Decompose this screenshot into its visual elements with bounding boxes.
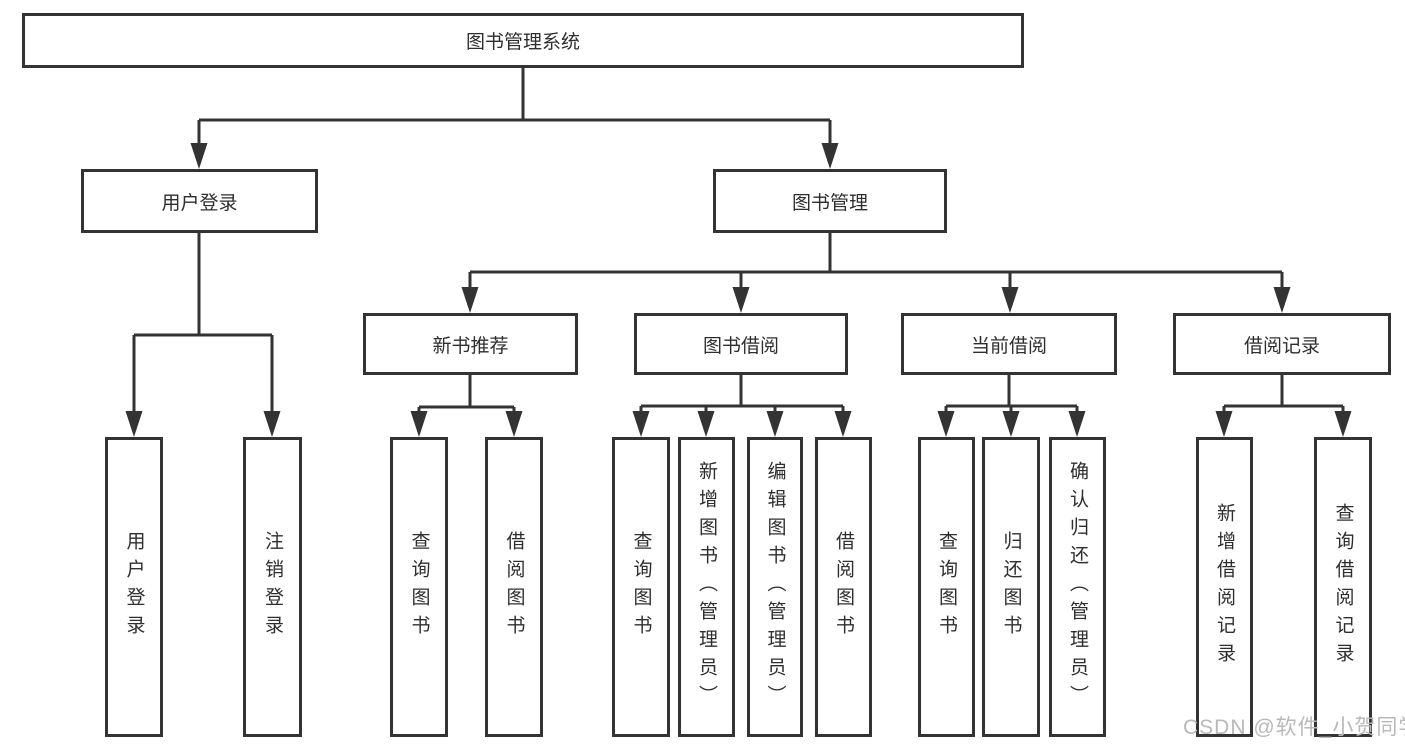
- connector-borrow-records-children: [1215, 375, 1352, 437]
- node-label: 查询图书: [936, 531, 957, 643]
- node-label: 借阅记录: [1243, 335, 1320, 357]
- leaf-borrow-books: 借阅图书: [815, 437, 872, 737]
- node-new-book-recommend: 新书推荐: [363, 313, 578, 375]
- leaf-query-books-recommend: 查询图书: [390, 437, 448, 737]
- node-label: 当前借阅: [970, 335, 1047, 357]
- node-label: 确认归还（管理员）: [1067, 461, 1088, 713]
- node-label: 查询借阅记录: [1332, 503, 1354, 671]
- node-label: 借阅图书: [503, 531, 525, 643]
- connector-book-management-children: [461, 233, 1291, 313]
- node-label: 编辑图书（管理员）: [764, 461, 786, 713]
- node-label: 新增借阅记录: [1214, 503, 1235, 671]
- leaf-add-books-admin: 新增图书（管理员）: [678, 437, 735, 737]
- connector-new-book-children: [410, 375, 523, 437]
- connector-root-to-level2: [190, 68, 839, 169]
- leaf-return-books: 归还图书: [982, 437, 1040, 737]
- leaf-query-books-current: 查询图书: [918, 437, 975, 737]
- leaf-add-borrow-record: 新增借阅记录: [1196, 437, 1253, 737]
- node-label: 图书管理: [791, 192, 868, 214]
- node-label: 用户登录: [123, 531, 145, 643]
- leaf-query-books-borrow: 查询图书: [612, 437, 670, 737]
- leaf-confirm-return-admin: 确认归还（管理员）: [1049, 437, 1106, 737]
- csdn-watermark: CSDN @软件_小贺同学: [1183, 716, 1405, 739]
- node-label: 注销登录: [262, 531, 283, 643]
- connector-book-borrow-children: [632, 375, 852, 437]
- node-label: 借阅图书: [833, 531, 854, 643]
- leaf-query-borrow-record: 查询借阅记录: [1314, 437, 1372, 737]
- node-book-borrow: 图书借阅: [634, 313, 848, 375]
- node-label: 图书管理系统: [465, 32, 580, 53]
- node-book-management: 图书管理: [713, 169, 947, 233]
- connector-user-login-children: [125, 233, 281, 437]
- node-library-management-system: 图书管理系统: [22, 13, 1024, 68]
- leaf-edit-books-admin: 编辑图书（管理员）: [747, 437, 803, 737]
- leaf-logout: 注销登录: [243, 437, 302, 737]
- connector-current-borrow-children: [937, 375, 1086, 437]
- node-label: 图书借阅: [702, 335, 779, 357]
- node-label: 新增图书（管理员）: [696, 461, 717, 713]
- node-user-login: 用户登录: [81, 169, 318, 233]
- node-label: 归还图书: [1000, 531, 1022, 643]
- leaf-user-login: 用户登录: [105, 437, 163, 737]
- node-label: 新书推荐: [432, 335, 509, 357]
- leaf-borrow-books-recommend: 借阅图书: [485, 437, 543, 737]
- node-borrow-records: 借阅记录: [1173, 313, 1391, 375]
- node-label: 查询图书: [408, 531, 430, 643]
- node-current-borrow: 当前借阅: [901, 313, 1117, 375]
- node-label: 查询图书: [630, 531, 652, 643]
- node-label: 用户登录: [161, 192, 238, 214]
